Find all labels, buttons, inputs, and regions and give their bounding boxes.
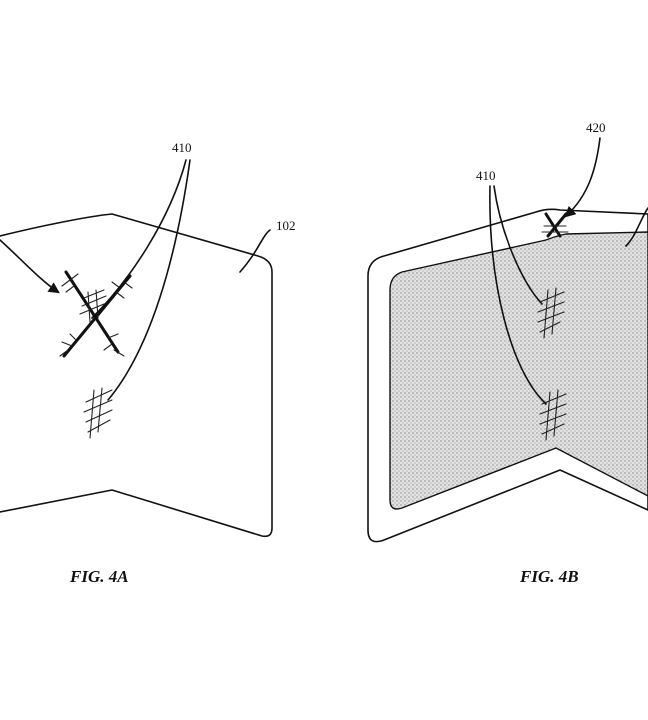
leader-410-4b-b: [489, 185, 547, 405]
figure-4a: 410 102 FIG. 4A: [0, 140, 296, 586]
ref-label-102: 102: [276, 218, 296, 233]
device-outline-102: [0, 213, 273, 538]
display-panel-stippled: [389, 231, 648, 510]
leader-right-edge: [625, 207, 648, 247]
figure-4b: 420 410 FIG. 4B: [367, 120, 648, 586]
device-frame-outer: [367, 208, 648, 543]
caption-fig-4b: FIG. 4B: [519, 567, 579, 586]
ref-label-420: 420: [586, 120, 606, 135]
leader-410-b: [107, 159, 191, 401]
leader-420: [564, 137, 601, 218]
hatch-mark-lower: [83, 387, 113, 439]
leader-410-a: [91, 159, 187, 319]
hatch-mark-lower-4b: [539, 389, 567, 441]
hinge-crack-420: [541, 212, 569, 238]
leader-410-4b-a: [493, 185, 543, 305]
leader-arrow-left: [0, 239, 60, 294]
crack-x-mark: [59, 270, 133, 358]
ref-label-410-4a: 410: [172, 140, 192, 155]
leader-102: [239, 229, 271, 273]
caption-fig-4a: FIG. 4A: [69, 567, 129, 586]
ref-label-410-4b: 410: [476, 168, 496, 183]
hatch-mark-upper-4b: [537, 287, 565, 339]
